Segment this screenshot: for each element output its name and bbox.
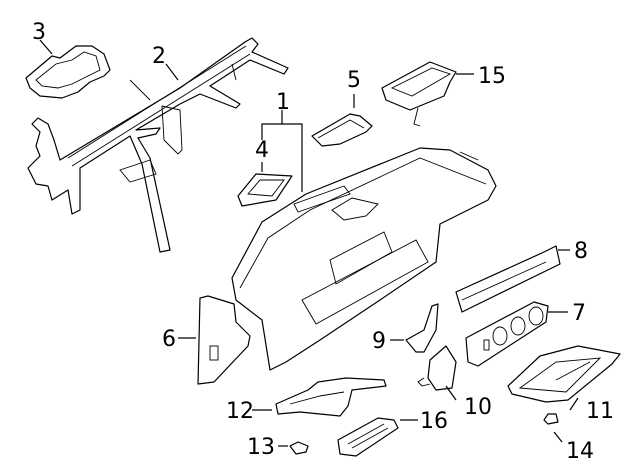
callout-7: 7 — [572, 301, 586, 326]
part-5-cover[interactable] — [311, 113, 373, 147]
callout-15: 15 — [478, 64, 506, 89]
part-1-instrument-panel[interactable] — [231, 147, 497, 371]
part-2-beam[interactable] — [27, 37, 289, 253]
callout-16: 16 — [420, 409, 448, 434]
leader-lines — [39, 39, 579, 447]
callout-11: 11 — [586, 399, 614, 424]
part-7-vent-panel[interactable] — [465, 301, 549, 367]
part-10-switch-housing[interactable] — [417, 345, 457, 391]
callout-13: 13 — [247, 435, 275, 460]
callout-2: 2 — [152, 44, 166, 69]
part-15-airbag[interactable] — [381, 61, 457, 127]
callout-1: 1 — [276, 90, 290, 115]
part-6-end-cover[interactable] — [197, 295, 251, 385]
part-12-bracket[interactable] — [275, 377, 387, 417]
part-4-grille[interactable] — [237, 173, 293, 207]
part-13-clip[interactable] — [289, 441, 309, 455]
callout-5: 5 — [347, 68, 361, 93]
callout-9: 9 — [372, 329, 386, 354]
part-9-bracket[interactable] — [405, 303, 439, 353]
callout-12: 12 — [226, 399, 254, 424]
callout-8: 8 — [574, 239, 588, 264]
part-3-insulator[interactable] — [25, 45, 111, 99]
callout-3: 3 — [32, 20, 46, 45]
callout-6: 6 — [162, 327, 176, 352]
callout-4: 4 — [255, 138, 269, 163]
part-16-knee-airbag[interactable] — [337, 417, 399, 457]
callout-14: 14 — [566, 439, 594, 464]
part-14-bumper[interactable] — [543, 413, 559, 425]
part-11-lower-cover[interactable] — [507, 345, 621, 403]
part-8-strip[interactable] — [455, 245, 561, 313]
callout-10: 10 — [464, 395, 492, 420]
